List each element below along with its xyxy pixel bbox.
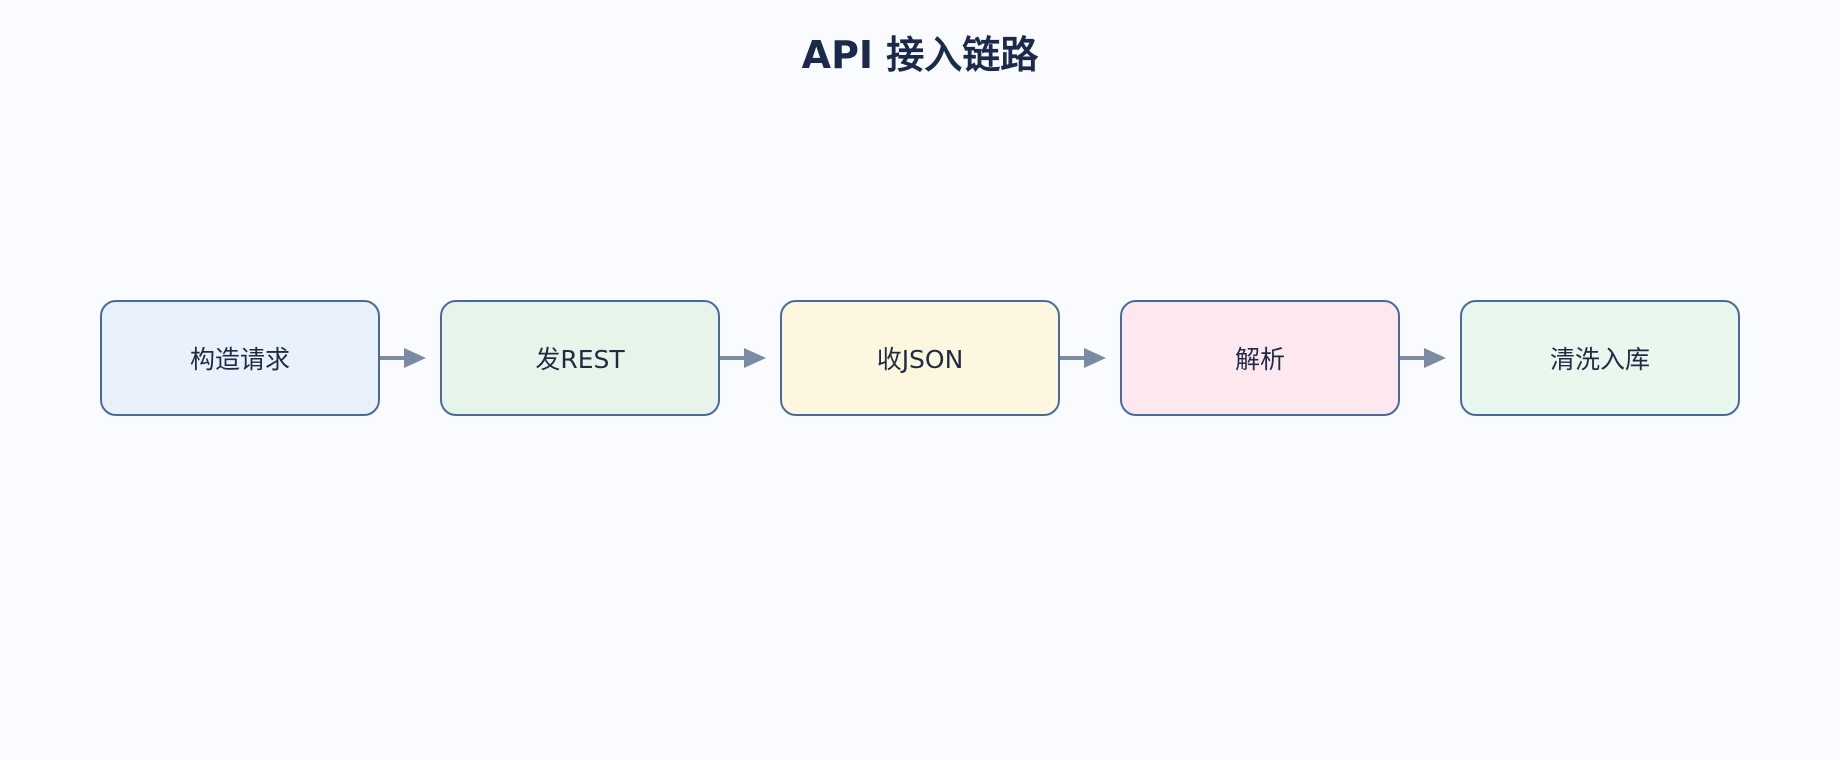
flow-arrow-1 bbox=[380, 348, 426, 368]
flow-node-build-request: 构造请求 bbox=[100, 300, 380, 416]
flow-node-label: 收JSON bbox=[876, 345, 964, 374]
flow-node-clean-store: 清洗入库 bbox=[1460, 300, 1740, 416]
flow-node-label: 清洗入库 bbox=[1549, 345, 1650, 374]
flow-arrow-3 bbox=[1060, 348, 1106, 368]
diagram-title: API 接入链路 bbox=[801, 33, 1039, 77]
flow-arrow-4 bbox=[1400, 348, 1446, 368]
flow-node-label: 发REST bbox=[535, 345, 625, 374]
flow-node-label: 解析 bbox=[1234, 345, 1285, 374]
flow-node-send-rest: 发REST bbox=[440, 300, 720, 416]
flow-node-receive-json: 收JSON bbox=[780, 300, 1060, 416]
flow-arrow-2 bbox=[720, 348, 766, 368]
flow-node-parse: 解析 bbox=[1120, 300, 1400, 416]
flow-node-label: 构造请求 bbox=[189, 345, 290, 374]
